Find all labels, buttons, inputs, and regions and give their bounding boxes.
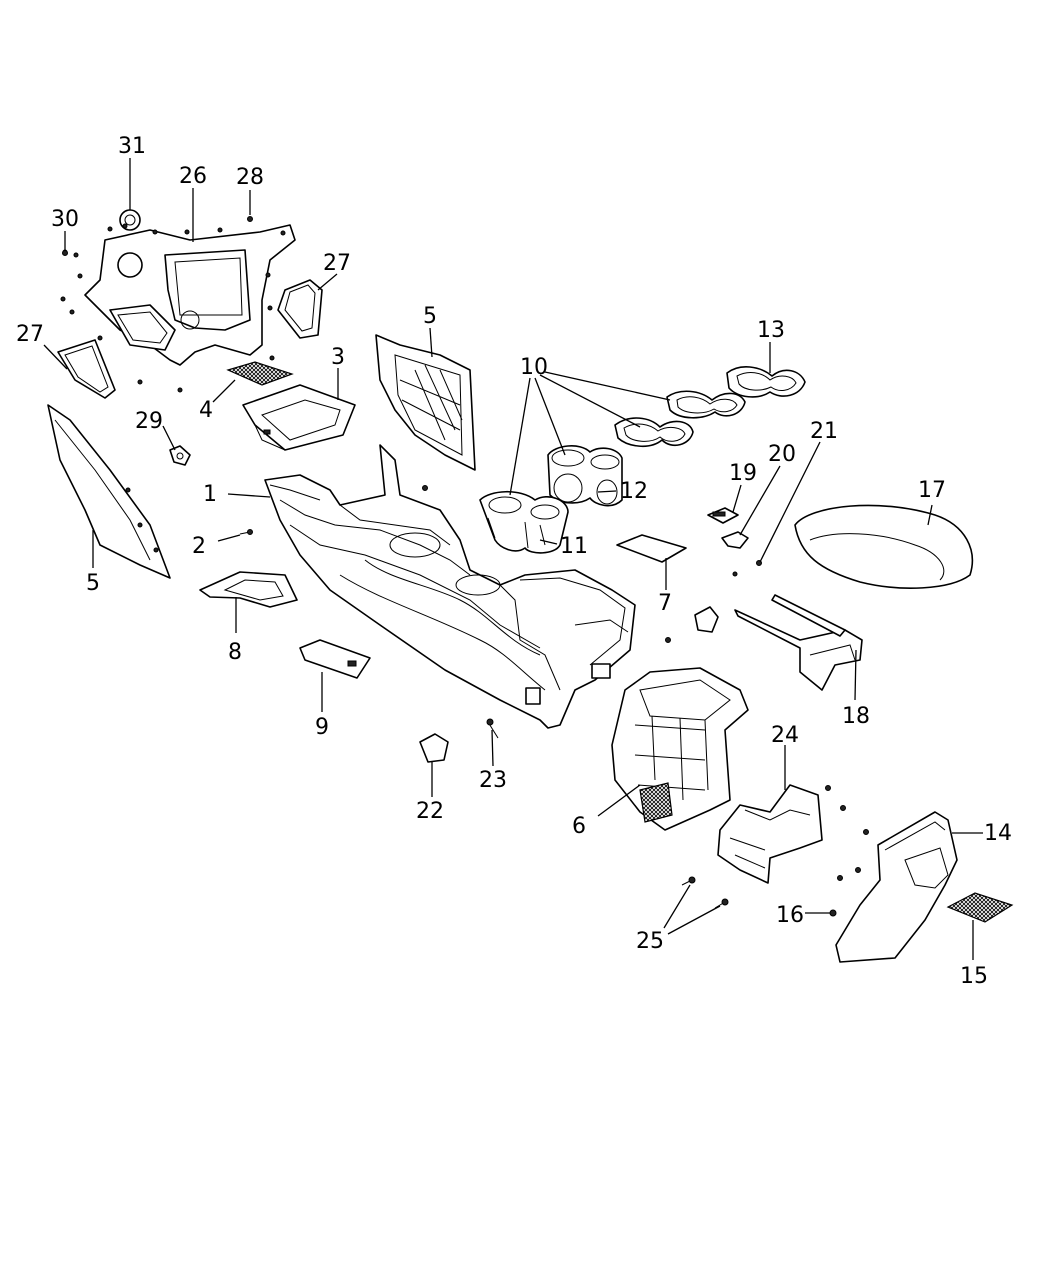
callout-3: 3 bbox=[331, 345, 345, 370]
callout-1: 1 bbox=[203, 482, 217, 507]
part-6-bin-assembly bbox=[611, 667, 749, 831]
callout-4: 4 bbox=[199, 398, 213, 423]
part-22-cap bbox=[419, 733, 449, 763]
callout-27-left: 27 bbox=[16, 322, 44, 347]
callout-6: 6 bbox=[572, 814, 586, 839]
console-fastener bbox=[422, 485, 428, 491]
part-2-screw bbox=[239, 529, 253, 535]
part-10-trim-rings bbox=[614, 390, 746, 447]
callout-10: 10 bbox=[520, 355, 548, 380]
part-16-screw bbox=[829, 909, 837, 917]
part-3-bin bbox=[242, 384, 356, 451]
callout-30: 30 bbox=[51, 207, 79, 232]
callout-25: 25 bbox=[636, 929, 664, 954]
cap-upper bbox=[694, 606, 719, 633]
part-8-bracket bbox=[199, 571, 298, 608]
part-5-side-panel-right bbox=[375, 334, 476, 471]
part-18-hinge bbox=[734, 594, 863, 691]
part-27-insert-right bbox=[277, 279, 323, 339]
part-9-trim bbox=[299, 639, 371, 679]
callout-24: 24 bbox=[771, 723, 799, 748]
part-4-grille bbox=[226, 361, 294, 386]
small-screw bbox=[665, 637, 671, 643]
part-23-screw bbox=[486, 718, 499, 739]
callout-27-right: 27 bbox=[323, 251, 351, 276]
part-13-trim-ring bbox=[726, 366, 806, 398]
callout-20: 20 bbox=[768, 442, 796, 467]
part-11-cupholder bbox=[479, 490, 569, 554]
part-14-rear-bezel bbox=[835, 811, 958, 963]
callout-18: 18 bbox=[842, 704, 870, 729]
part-17-armrest-lid bbox=[794, 504, 974, 589]
part-20-clip bbox=[721, 531, 749, 549]
callout-labels: 31 26 28 30 27 27 5 13 3 10 4 29 21 20 1… bbox=[16, 134, 1012, 989]
callout-17: 17 bbox=[918, 478, 946, 503]
callout-5-left: 5 bbox=[86, 571, 100, 596]
part-7-mat bbox=[616, 534, 687, 563]
part-30-screw bbox=[62, 250, 68, 256]
part-29-switch bbox=[169, 445, 191, 466]
callout-28: 28 bbox=[236, 165, 264, 190]
callout-29: 29 bbox=[135, 409, 163, 434]
callout-5-right: 5 bbox=[423, 304, 437, 329]
bezel-fasteners bbox=[60, 216, 286, 393]
leader-lines bbox=[43, 158, 983, 960]
callout-12: 12 bbox=[620, 479, 648, 504]
callout-22: 22 bbox=[416, 799, 444, 824]
callout-11: 11 bbox=[560, 534, 588, 559]
part-15-grille bbox=[946, 892, 1014, 923]
part-19-latch bbox=[707, 507, 739, 524]
callout-21: 21 bbox=[810, 419, 838, 444]
part-25-screws bbox=[681, 876, 729, 909]
callout-9: 9 bbox=[315, 715, 329, 740]
callout-7: 7 bbox=[658, 591, 672, 616]
callout-2: 2 bbox=[192, 534, 206, 559]
callout-13: 13 bbox=[757, 318, 785, 343]
part-21-screws bbox=[732, 560, 762, 577]
callout-23: 23 bbox=[479, 768, 507, 793]
part-26-bezel bbox=[84, 224, 296, 366]
callout-31: 31 bbox=[118, 134, 146, 159]
part-1-console-body bbox=[264, 444, 636, 729]
bracket-fasteners bbox=[825, 785, 869, 881]
callout-14: 14 bbox=[984, 821, 1012, 846]
part-24-bracket bbox=[717, 784, 823, 884]
part-5-side-panel-left bbox=[47, 404, 171, 579]
callout-16: 16 bbox=[776, 903, 804, 928]
callout-15: 15 bbox=[960, 964, 988, 989]
callout-8: 8 bbox=[228, 640, 242, 665]
callout-26: 26 bbox=[179, 164, 207, 189]
callout-19: 19 bbox=[729, 461, 757, 486]
part-12-cupholder-insert bbox=[547, 445, 623, 507]
part-27-insert-left bbox=[57, 339, 116, 399]
